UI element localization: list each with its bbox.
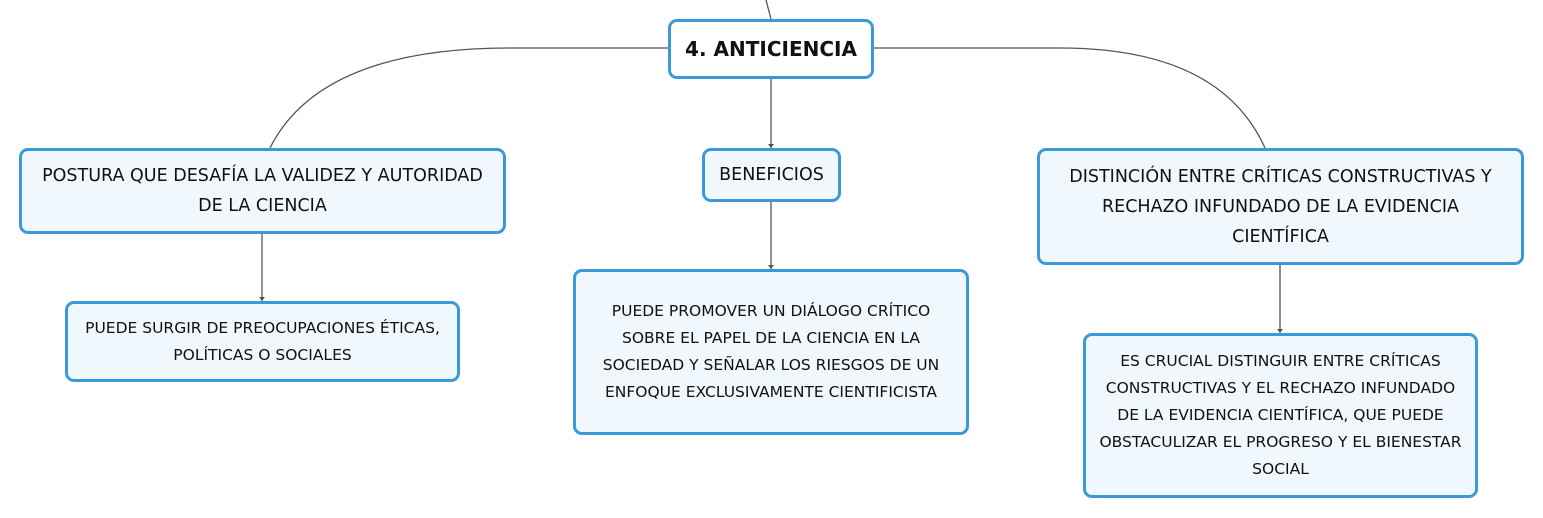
connector-root-to-right — [874, 47, 1266, 149]
arrowhead-middle-child — [768, 265, 774, 269]
topic-beneficios-label: BENEFICIOS — [719, 165, 824, 185]
subtopic-dialogo-critico-label: PUEDE PROMOVER UN DIÁLOGO CRÍTICO SOBRE … — [602, 302, 940, 401]
subtopic-dialogo-critico[interactable]: PUEDE PROMOVER UN DIÁLOGO CRÍTICO SOBRE … — [573, 269, 969, 435]
subtopic-distinguir-criticas[interactable]: ES CRUCIAL DISTINGUIR ENTRE CRÍTICAS CON… — [1083, 333, 1478, 498]
root-topic[interactable]: 4. ANTICIENCIA — [668, 19, 874, 79]
subtopic-preocupaciones-label: PUEDE SURGIR DE PREOCUPACIONES ÉTICAS, P… — [85, 318, 440, 364]
topic-postura[interactable]: POSTURA QUE DESAFÍA LA VALIDEZ Y AUTORID… — [19, 148, 506, 234]
topic-postura-label: POSTURA QUE DESAFÍA LA VALIDEZ Y AUTORID… — [42, 166, 483, 216]
subtopic-distinguir-criticas-label: ES CRUCIAL DISTINGUIR ENTRE CRÍTICAS CON… — [1099, 352, 1462, 478]
root-topic-label: 4. ANTICIENCIA — [685, 37, 857, 61]
topic-distincion-label: DISTINCIÓN ENTRE CRÍTICAS CONSTRUCTIVAS … — [1069, 166, 1492, 247]
subtopic-preocupaciones[interactable]: PUEDE SURGIR DE PREOCUPACIONES ÉTICAS, P… — [65, 301, 460, 382]
arrowhead-middle — [768, 144, 774, 148]
arrowhead-left-child — [259, 297, 265, 301]
connector-root-to-left — [269, 47, 668, 149]
topic-beneficios[interactable]: BENEFICIOS — [702, 148, 841, 202]
arrowhead-right-child — [1277, 329, 1283, 333]
connector-parent-to-root — [765, 0, 772, 20]
topic-distincion[interactable]: DISTINCIÓN ENTRE CRÍTICAS CONSTRUCTIVAS … — [1037, 148, 1524, 265]
